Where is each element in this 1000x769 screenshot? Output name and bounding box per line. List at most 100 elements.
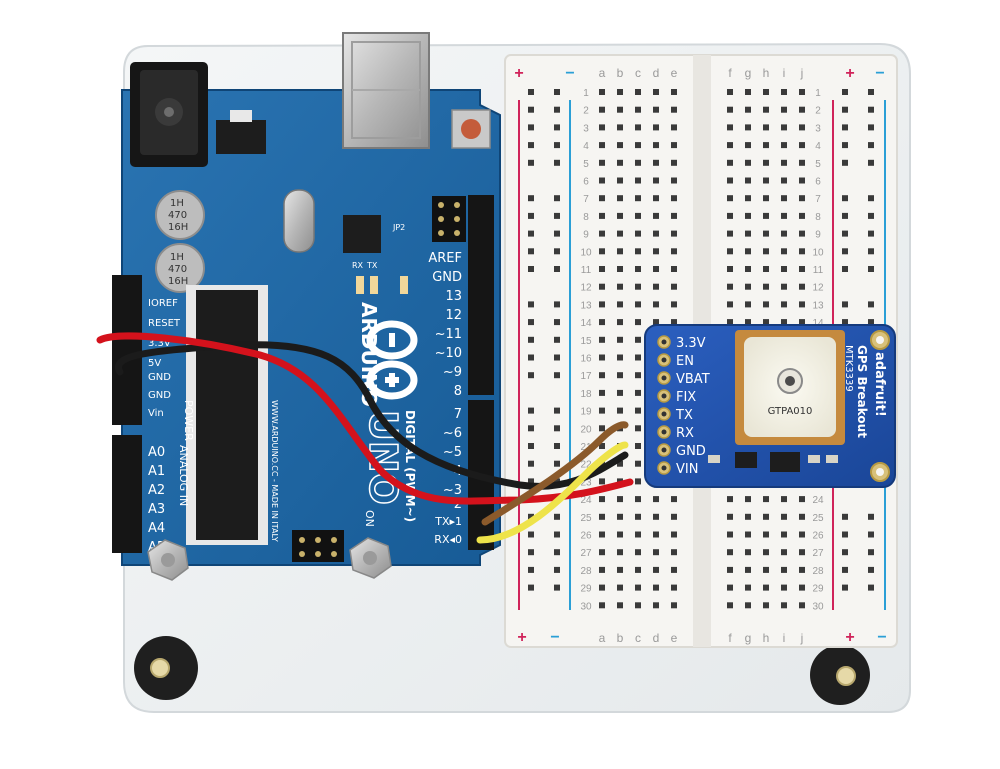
arduino-infinity-logo-icon xyxy=(366,320,418,400)
row-number: 27 xyxy=(580,548,592,559)
svg-text:1H: 1H xyxy=(170,198,184,209)
gps-pin-fix: FIX xyxy=(676,390,696,405)
breadboard-hole xyxy=(599,496,605,503)
rail-hole xyxy=(554,460,560,467)
breadboard-hole xyxy=(763,319,769,326)
col-g-bottom: g xyxy=(745,631,752,645)
breadboard-hole xyxy=(617,460,623,467)
rail-hole xyxy=(528,195,534,202)
on-led-label: ON xyxy=(363,510,376,527)
breadboard-hole xyxy=(635,584,641,591)
breadboard-hole xyxy=(671,212,677,219)
breadboard-hole xyxy=(635,89,641,95)
rail-hole xyxy=(868,124,874,131)
breadboard-hole xyxy=(635,319,641,326)
breadboard-hole xyxy=(727,549,733,556)
breadboard-hole xyxy=(763,513,769,520)
breadboard-hole xyxy=(745,584,751,591)
breadboard-hole xyxy=(671,159,677,166)
row-number: 22 xyxy=(580,460,592,471)
column-letters-top: a b c d e f g h i j xyxy=(599,66,804,80)
gps-pin-gnd: GND xyxy=(676,444,706,459)
analog-label: ANALOG IN xyxy=(177,445,190,506)
breadboard-hole xyxy=(745,230,751,237)
rail-minus-left-top: − xyxy=(565,65,574,82)
breadboard-hole xyxy=(671,549,677,556)
rail-hole xyxy=(868,319,874,326)
breadboard-hole xyxy=(727,142,733,149)
rail-hole xyxy=(868,230,874,237)
row-number: 28 xyxy=(580,566,592,577)
breadboard-hole xyxy=(727,124,733,131)
breadboard-hole xyxy=(599,212,605,219)
wire-red xyxy=(96,332,634,505)
breadboard-hole xyxy=(671,106,677,113)
rx-led xyxy=(356,276,364,294)
pin-label-6: ~6 xyxy=(443,426,462,441)
breadboard-hole xyxy=(781,566,787,573)
breadboard-hole xyxy=(727,283,733,290)
row-number: 26 xyxy=(580,531,592,542)
gps-smd-3 xyxy=(770,452,800,472)
col-c-top: c xyxy=(635,66,641,80)
breadboard-hole xyxy=(617,124,623,131)
breadboard-hole xyxy=(617,549,623,556)
breadboard-hole xyxy=(617,531,623,538)
breadboard-hole xyxy=(653,266,659,272)
rail-hole xyxy=(528,354,534,361)
rail-minus-right-top: − xyxy=(875,65,884,82)
col-h-bottom: h xyxy=(763,631,770,645)
col-f-bottom: f xyxy=(728,631,732,645)
breadboard-hole xyxy=(617,212,623,219)
breadboard-hole xyxy=(635,443,641,449)
breadboard-hole xyxy=(653,177,659,184)
row-number: 13 xyxy=(812,300,824,311)
breadboard-hole xyxy=(653,602,659,609)
breadboard-hole xyxy=(671,584,677,591)
row-number: 19 xyxy=(580,407,592,418)
breadboard-hole xyxy=(599,354,605,361)
rail-hole xyxy=(528,407,534,414)
breadboard-hole xyxy=(635,460,641,467)
breadboard-hole xyxy=(799,142,805,149)
breadboard-hole xyxy=(781,602,787,609)
rail-hole xyxy=(528,443,534,449)
rail-minus-right-bottom: − xyxy=(877,629,886,646)
row-number: 7 xyxy=(815,194,821,205)
breadboard-hole xyxy=(763,230,769,237)
breadboard-hole xyxy=(781,248,787,255)
breadboard-hole xyxy=(727,212,733,219)
row-number: 5 xyxy=(815,159,821,170)
breadboard-hole xyxy=(781,89,787,95)
rail-hole xyxy=(842,89,848,95)
rail-hole xyxy=(868,159,874,166)
breadboard-hole xyxy=(653,212,659,219)
rail-hole xyxy=(528,230,534,237)
row-number: 1 xyxy=(583,88,589,99)
rail-hole xyxy=(868,195,874,202)
breadboard-hole xyxy=(799,195,805,202)
breadboard-hole xyxy=(617,89,623,95)
col-i-top: i xyxy=(783,66,786,80)
breadboard-hole xyxy=(745,248,751,255)
pin-label-a3: A3 xyxy=(148,502,165,517)
breadboard-hole xyxy=(781,106,787,113)
rail-hole xyxy=(528,212,534,219)
breadboard-hole xyxy=(671,89,677,95)
breadboard-hole xyxy=(635,407,641,414)
breadboard-hole xyxy=(763,248,769,255)
wire-brown xyxy=(481,421,629,526)
breadboard-hole xyxy=(635,230,641,237)
rail-hole xyxy=(528,336,534,343)
usb-connector xyxy=(342,32,430,149)
rail-hole xyxy=(554,230,560,237)
breadboard-hole xyxy=(599,89,605,95)
breadboard-hole xyxy=(653,230,659,237)
breadboard-hole xyxy=(617,106,623,113)
rail-hole xyxy=(554,301,560,308)
breadboard-hole xyxy=(799,283,805,290)
col-b-top: b xyxy=(617,66,624,80)
rail-hole xyxy=(554,425,560,432)
rail-hole xyxy=(528,106,534,113)
breadboard-hole xyxy=(781,142,787,149)
